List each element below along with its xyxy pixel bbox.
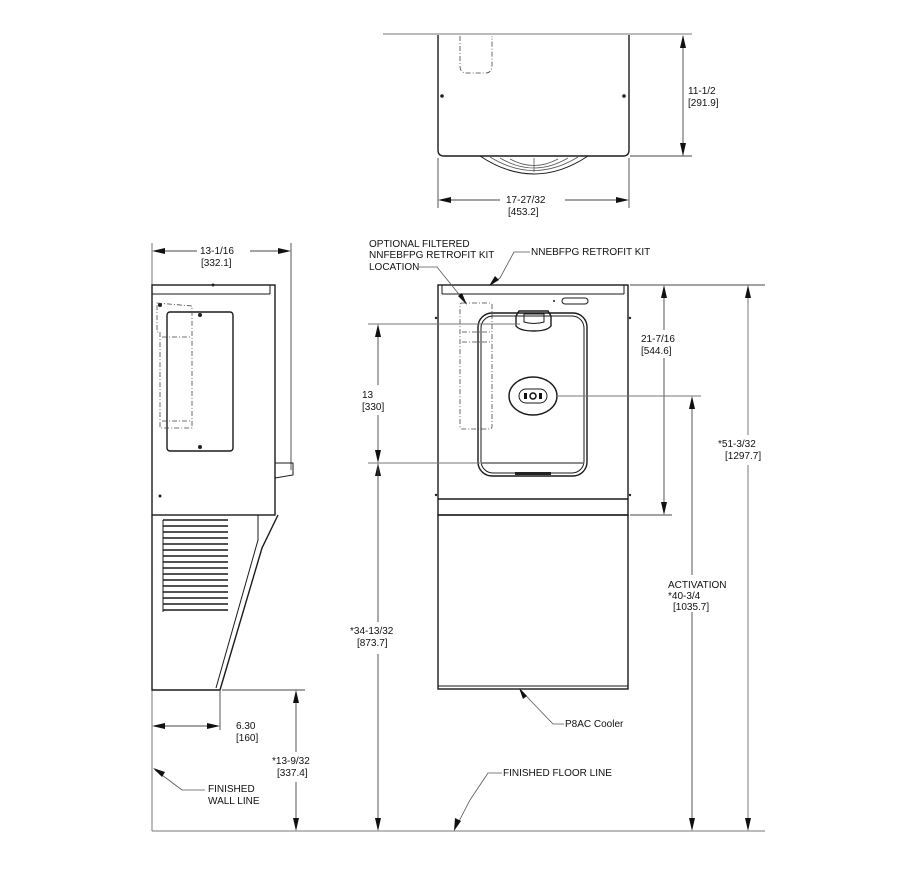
cooler-bottom-height-metric: [337.4]: [277, 768, 308, 779]
screw-icon: [158, 303, 162, 307]
screw-icon: [622, 94, 626, 98]
bottle-filler-panel: [477, 312, 588, 477]
bottle-opening-metric: [330]: [362, 402, 384, 413]
front-kit-body: [437, 284, 629, 516]
indicator-light: [561, 297, 589, 305]
total-height-metric: [1297.7]: [725, 451, 761, 462]
callout-optional-1: OPTIONAL FILTERED: [369, 239, 470, 250]
optional-filter-outline-side: [156, 302, 193, 429]
top-view: 11-1/2 [291.9] 17-27/32 [453.2]: [383, 33, 724, 218]
activation-imperial: *40-3/4: [668, 591, 701, 602]
activation-sensor-button: [508, 376, 558, 416]
activation-metric: [1035.7]: [673, 602, 709, 613]
top-view-outline: [437, 35, 630, 157]
top-depth-imperial: 11-1/2: [688, 86, 716, 97]
kit-height-metric: [544.6]: [641, 346, 672, 357]
side-access-panel: [166, 311, 234, 452]
basin-height-metric: [873.7]: [357, 638, 388, 649]
side-cooler-body: [151, 514, 279, 691]
callout-retrofit-kit: NNEBFPG RETROFIT KIT: [531, 247, 650, 258]
side-view: 13-1/16 [332.1]: [151, 243, 310, 831]
top-width-imperial: 17-27/32: [506, 195, 546, 206]
optional-filter-outline: [459, 36, 493, 74]
optional-filter-outline-front: [459, 302, 493, 430]
cooler-bottom-height-imperial: *13-9/32: [272, 756, 310, 767]
callout-floor: FINISHED FLOOR LINE: [503, 768, 612, 779]
callout-finished-wall-2: WALL LINE: [208, 796, 260, 807]
cooler-louvers: [162, 519, 228, 612]
wall-offset-metric: [160]: [236, 733, 258, 744]
top-depth-metric: [291.9]: [688, 98, 719, 109]
screw-icon: [440, 94, 444, 98]
callout-optional-3: LOCATION: [369, 262, 419, 273]
screw-icon: [198, 313, 202, 317]
bottle-filler-spout: [515, 310, 552, 332]
top-width-metric: [453.2]: [508, 207, 539, 218]
grille-arc: [479, 155, 589, 175]
callout-cooler: P8AC Cooler: [565, 719, 624, 730]
sensor-icon: [529, 392, 537, 400]
side-width-metric: [332.1]: [201, 258, 232, 269]
front-view: 13 [330] *34-13/32 [873.7] 21-7/16 [544.…: [152, 239, 765, 832]
front-cooler-body: [437, 514, 629, 690]
bottle-opening-imperial: 13: [362, 390, 374, 401]
activation-label: ACTIVATION: [668, 580, 727, 591]
side-width-imperial: 13-1/16: [200, 246, 234, 257]
kit-height-imperial: 21-7/16: [641, 334, 675, 345]
wall-offset-imperial: 6.30: [236, 721, 256, 732]
callout-finished-wall-1: FINISHED: [208, 784, 255, 795]
screw-icon: [198, 445, 202, 449]
basin-height-imperial: *34-13/32: [350, 626, 394, 637]
callout-optional-2: NNFEBFPG RETROFIT KIT: [369, 250, 494, 261]
total-height-imperial: *51-3/32: [718, 439, 756, 450]
side-kit-body: [151, 284, 276, 516]
